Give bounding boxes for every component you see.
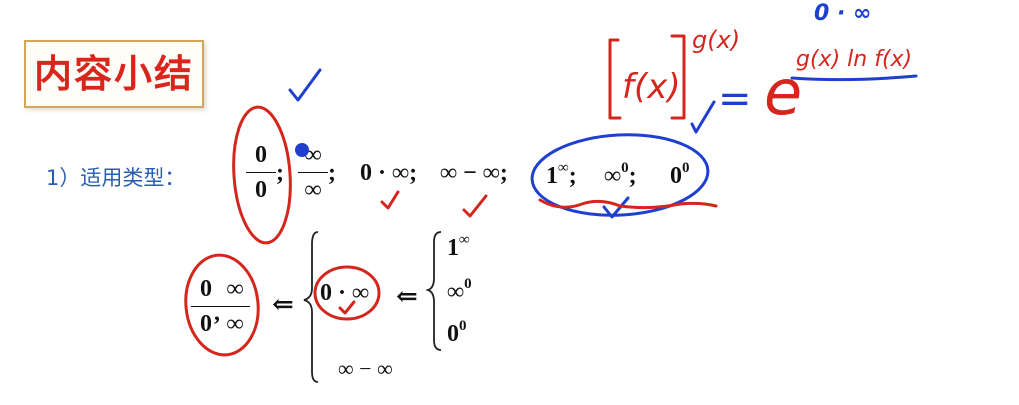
- cases-brace: [425, 231, 442, 351]
- base: 1: [447, 235, 459, 261]
- case-one-pow-inf: 1∞: [447, 232, 470, 262]
- red-bracket-left: [608, 38, 622, 120]
- form-zero-pow-zero: 00: [670, 160, 690, 190]
- frac-denominator: 0: [255, 177, 267, 203]
- form-zero-over-zero: 0 0: [246, 140, 276, 205]
- blue-circle-power-forms: [530, 133, 710, 217]
- blue-check-power: [602, 196, 630, 219]
- case-zero-pow-zero: 00: [447, 318, 467, 348]
- red-circle-middle: [313, 265, 381, 321]
- exponent: 0: [464, 276, 472, 292]
- implies-arrow-2: ⇐: [396, 282, 418, 311]
- red-check-inf-minus-inf: [462, 194, 488, 218]
- frac-bar: [220, 306, 250, 307]
- blue-check-top: [288, 68, 322, 102]
- frac-denominator: ∞: [226, 311, 244, 337]
- hw-lhs-exp: g(x): [692, 26, 740, 54]
- middle-zero-times-inf: 0 · ∞: [320, 280, 370, 306]
- result-zero-over-zero: 0 0: [191, 274, 221, 339]
- exponent: 0: [459, 318, 467, 334]
- hw-equals: =: [718, 76, 752, 122]
- semicolon-2: ;: [328, 160, 336, 186]
- left-brace: [303, 231, 319, 383]
- hw-lhs-f: f(x): [622, 67, 681, 107]
- blue-dot: [295, 143, 309, 157]
- implies-arrow-1: ⇐: [272, 290, 294, 319]
- semicolon-1: ;: [276, 160, 284, 186]
- red-bracket-right: [670, 34, 686, 120]
- hw-top-note: 0 · ∞: [814, 1, 871, 26]
- section-label: 1）适用类型：: [46, 166, 186, 190]
- base: 0: [670, 163, 682, 189]
- hw-rhs-exp: g(x) ln f(x): [796, 47, 912, 72]
- base: 0: [447, 321, 459, 347]
- result-inf-over-inf: ∞ ∞: [220, 274, 250, 339]
- frac-bar: [246, 172, 276, 173]
- frac-bar: [298, 172, 328, 173]
- red-check-middle: [338, 300, 356, 315]
- sep: ;: [628, 163, 637, 189]
- red-circle-result: [184, 253, 260, 357]
- form-inf-pow-zero: ∞0;: [604, 160, 637, 190]
- base: ∞: [604, 163, 622, 189]
- blue-underline-rhs: [790, 74, 918, 82]
- frac-numerator: 0: [255, 142, 267, 168]
- frac-numerator: 0: [200, 276, 212, 302]
- exponent: 0: [621, 160, 629, 176]
- slide-title: 内容小结: [33, 52, 194, 96]
- result-comma: ,: [214, 300, 220, 326]
- red-check-zero-times-inf: [380, 190, 400, 210]
- exponent: ∞: [459, 232, 470, 248]
- frac-bar: [191, 306, 221, 307]
- frac-numerator: ∞: [226, 276, 244, 302]
- bottom-inf-minus-inf: ∞ − ∞: [338, 356, 393, 381]
- hw-e: e: [764, 56, 802, 129]
- blue-check-rhs: [690, 100, 716, 134]
- form-one-pow-inf: 1∞;: [546, 160, 577, 190]
- form-zero-times-inf: 0 · ∞;: [360, 160, 418, 186]
- red-underline: [538, 198, 718, 210]
- frac-denominator: 0: [200, 311, 212, 337]
- base: 1: [546, 163, 558, 189]
- title-box: 内容小结: [24, 40, 204, 108]
- case-inf-pow-zero: ∞0: [447, 276, 472, 306]
- form-inf-minus-inf: ∞ − ∞;: [440, 160, 508, 186]
- red-circle-zero-over-zero: [232, 105, 292, 245]
- base: ∞: [447, 279, 465, 305]
- sep: ;: [568, 163, 577, 189]
- frac-denominator: ∞: [304, 177, 322, 203]
- exponent: 0: [682, 160, 690, 176]
- exponent: ∞: [558, 160, 569, 176]
